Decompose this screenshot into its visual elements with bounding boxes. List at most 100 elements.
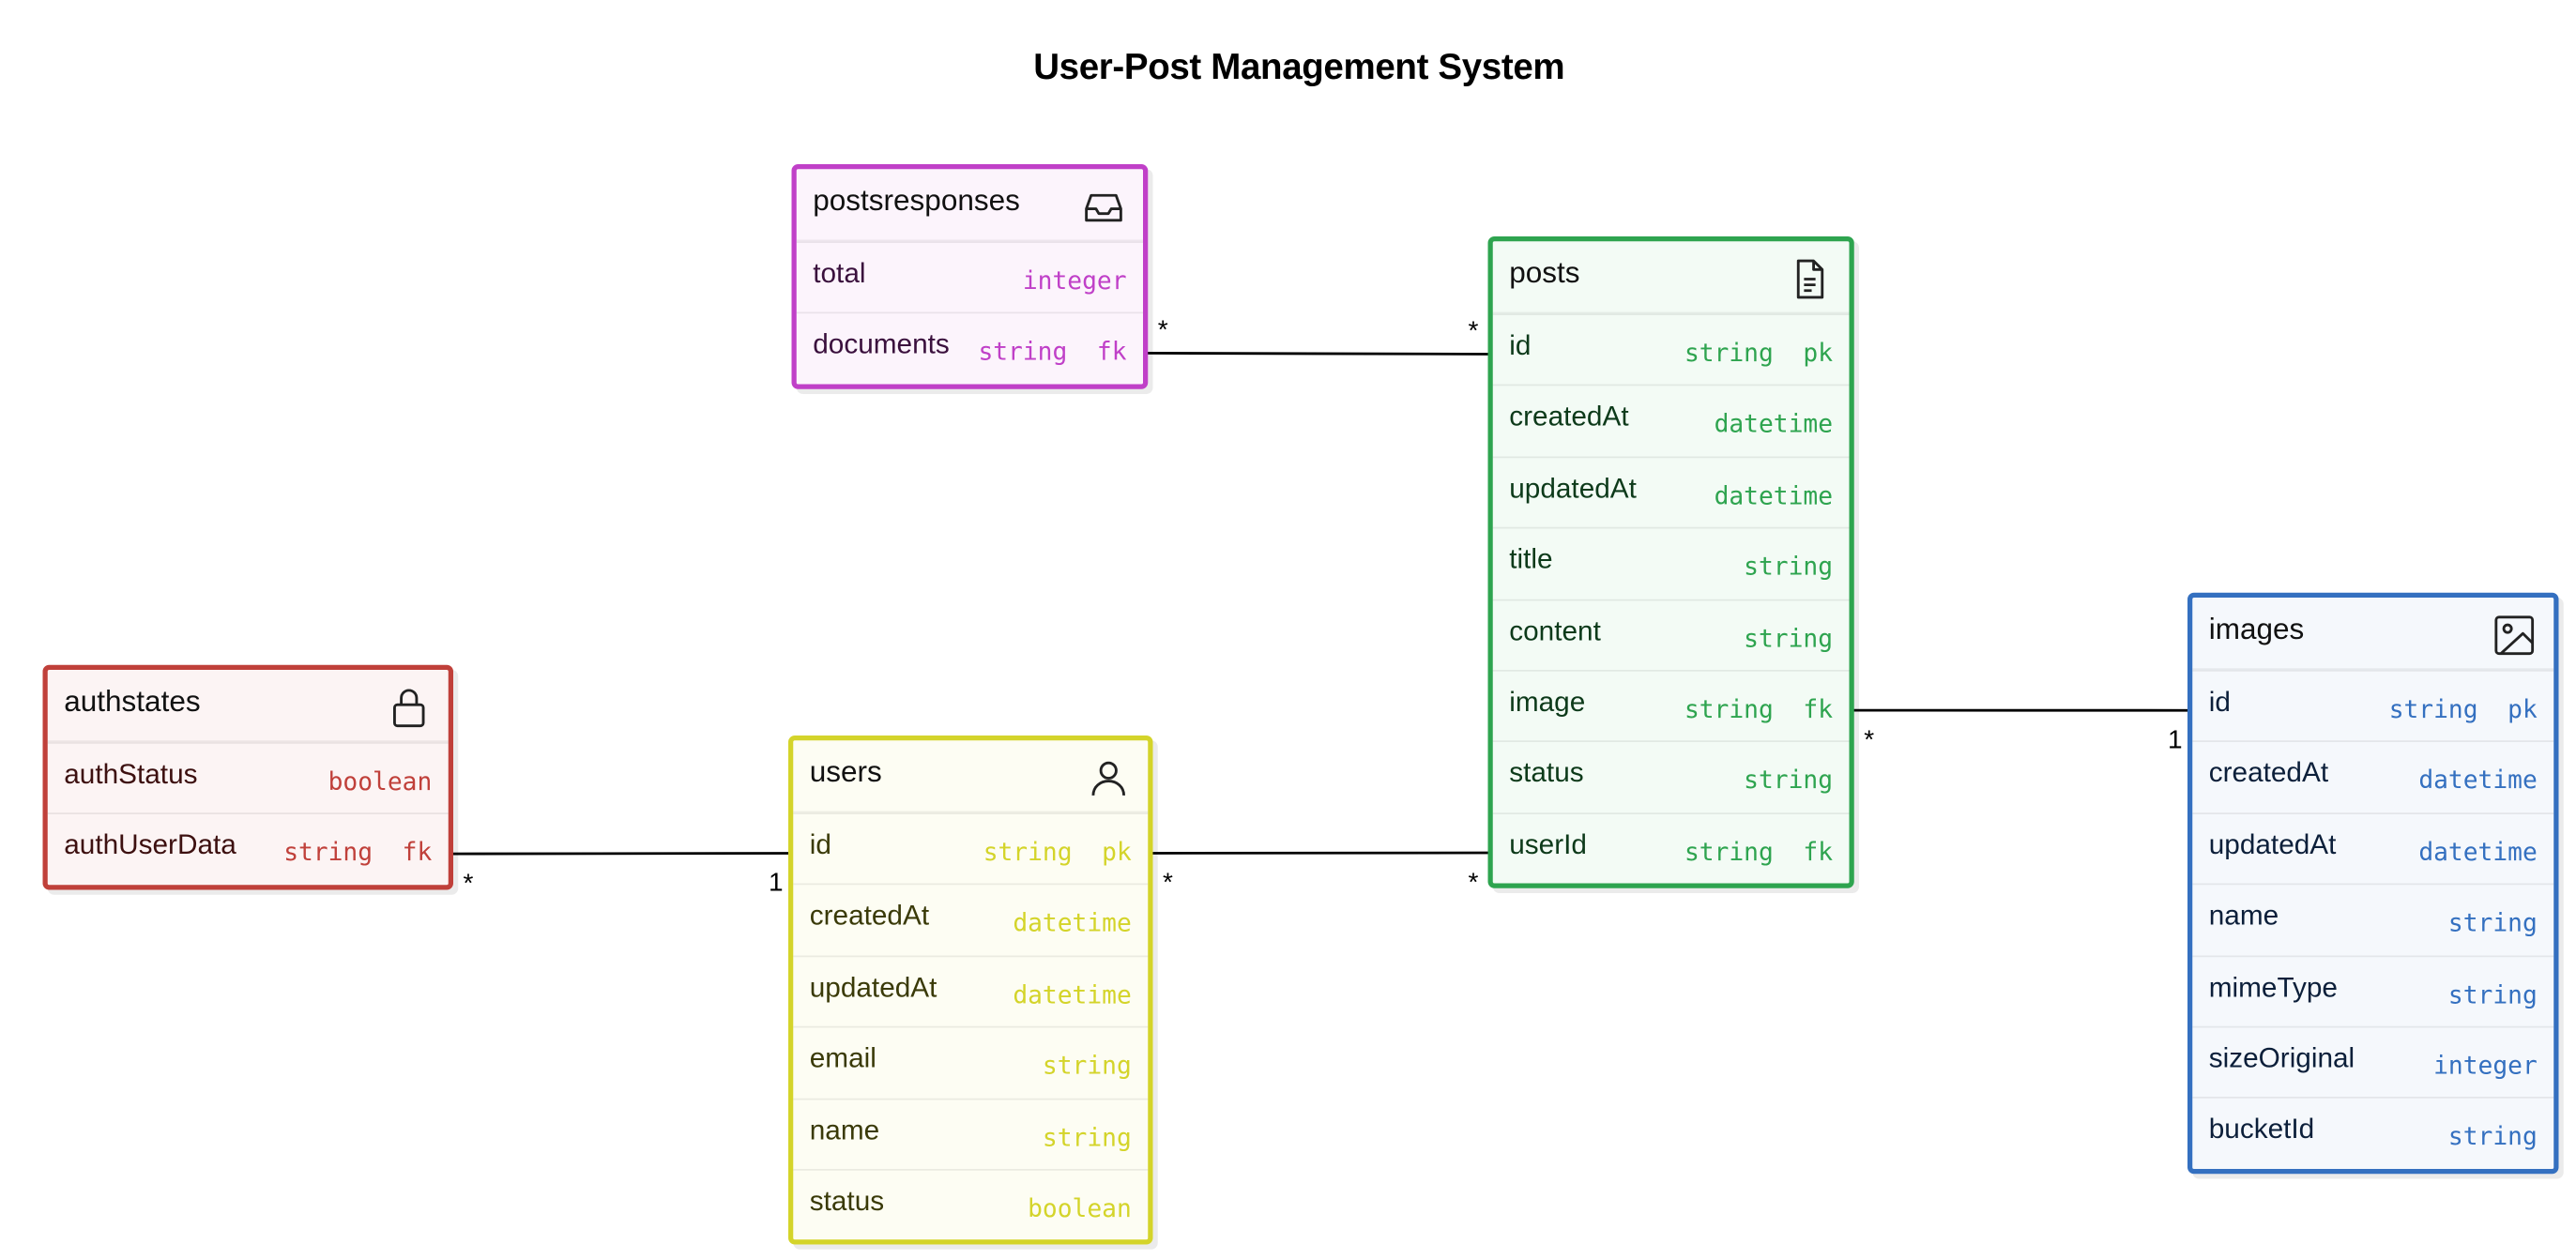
document-icon — [1796, 259, 1824, 299]
field-name: createdAt — [809, 900, 930, 932]
field-type: boolean — [1028, 1193, 1132, 1223]
cardinality-label: * — [1158, 315, 1168, 344]
entity-name: postsresponses — [813, 184, 1020, 217]
field-name: sizeOriginal — [2208, 1042, 2355, 1074]
entity-authstates[interactable]: authstates authStatus boolean authUserData… — [42, 664, 453, 890]
entity-postsresponses[interactable]: postsresponses total integer documents stri… — [791, 164, 1149, 389]
field-type: string fk — [1684, 694, 1833, 724]
entity-name: posts — [1509, 256, 1580, 289]
field-name: bucketId — [2208, 1114, 2315, 1145]
field-type: boolean — [328, 766, 433, 796]
field-name: documents — [813, 328, 950, 360]
field-row-updatedAt[interactable]: updatedAt datetime — [2192, 812, 2554, 884]
field-type: string — [1042, 1122, 1132, 1152]
cardinality-label: 1 — [2168, 724, 2183, 753]
field-row-name[interactable]: name string — [2192, 883, 2554, 955]
field-row-createdAt[interactable]: createdAt datetime — [2192, 740, 2554, 812]
entity-name: authstates — [64, 684, 201, 718]
image-icon — [2494, 615, 2535, 656]
field-row-documents[interactable]: documents string fk — [796, 312, 1143, 384]
relation-line — [1135, 352, 1499, 356]
field-name: status — [809, 1185, 885, 1217]
field-name: updatedAt — [1509, 472, 1637, 504]
field-row-authUserData[interactable]: authUserData string fk — [47, 812, 449, 885]
cardinality-label: * — [464, 868, 474, 897]
field-row-id[interactable]: id string pk — [1492, 313, 1850, 385]
field-type: string — [1744, 766, 1833, 796]
field-row-email[interactable]: email string — [793, 1026, 1149, 1098]
field-type: string fk — [1684, 837, 1833, 867]
field-name: title — [1509, 543, 1553, 575]
lock-icon — [393, 689, 425, 728]
cardinality-label: 1 — [769, 868, 784, 897]
entity-header: users — [793, 740, 1149, 813]
field-type: string — [2447, 978, 2538, 1009]
field-row-authStatus[interactable]: authStatus boolean — [47, 742, 449, 813]
entity-name: users — [809, 755, 882, 788]
field-type: integer — [1022, 265, 1127, 296]
field-name: createdAt — [2208, 757, 2329, 789]
field-type: datetime — [1013, 979, 1132, 1009]
field-name: userId — [1509, 828, 1587, 860]
field-row-userId[interactable]: userId string fk — [1492, 812, 1850, 884]
field-type: string — [1744, 552, 1833, 582]
entity-name: images — [2208, 612, 2305, 645]
cardinality-label: * — [1469, 867, 1479, 896]
field-row-title[interactable]: title string — [1492, 527, 1850, 599]
field-name: total — [813, 257, 866, 289]
field-row-updatedAt[interactable]: updatedAt datetime — [1492, 456, 1850, 527]
entity-header: posts — [1492, 241, 1850, 314]
field-row-status[interactable]: status string — [1492, 740, 1850, 812]
field-type: string — [2447, 908, 2538, 938]
cardinality-label: * — [1163, 868, 1173, 897]
field-name: id — [1509, 329, 1532, 361]
field-type: datetime — [2418, 766, 2538, 796]
field-type: datetime — [1714, 480, 1833, 510]
field-type: integer — [2433, 1050, 2538, 1081]
entity-header: postsresponses — [796, 169, 1143, 242]
entity-header: images — [2192, 598, 2554, 670]
field-name: createdAt — [1509, 401, 1629, 432]
field-name: email — [809, 1042, 876, 1074]
relation-line — [439, 852, 799, 856]
field-row-status[interactable]: status boolean — [793, 1168, 1149, 1240]
field-type: string — [1744, 623, 1833, 653]
relation-connector: ** — [1130, 315, 1503, 359]
field-name: status — [1509, 757, 1584, 789]
field-row-total[interactable]: total integer — [796, 241, 1143, 312]
field-name: updatedAt — [2208, 828, 2337, 860]
field-type: string pk — [983, 837, 1132, 868]
field-row-sizeOriginal[interactable]: sizeOriginal integer — [2192, 1025, 2554, 1098]
field-row-id[interactable]: id string pk — [793, 812, 1149, 884]
field-row-id[interactable]: id string pk — [2192, 670, 2554, 741]
field-type: string pk — [1684, 338, 1833, 369]
field-name: authStatus — [64, 758, 198, 790]
field-name: id — [2208, 686, 2231, 718]
cardinality-label: * — [1469, 316, 1479, 345]
user-icon — [1091, 761, 1126, 796]
field-name: id — [809, 828, 831, 860]
cardinality-label: * — [1864, 724, 1874, 753]
field-type: string fk — [978, 337, 1127, 367]
diagram-title: User-Post Management System — [1033, 46, 1565, 87]
field-type: datetime — [2418, 837, 2538, 867]
relation-connector: *1 — [434, 848, 803, 897]
field-type: string — [1042, 1051, 1132, 1081]
field-type: string fk — [283, 838, 433, 868]
field-name: authUserData — [64, 829, 236, 861]
field-type: string pk — [2388, 694, 2538, 724]
field-name: name — [2208, 900, 2279, 932]
relation-connector: *1 — [1836, 705, 2203, 753]
